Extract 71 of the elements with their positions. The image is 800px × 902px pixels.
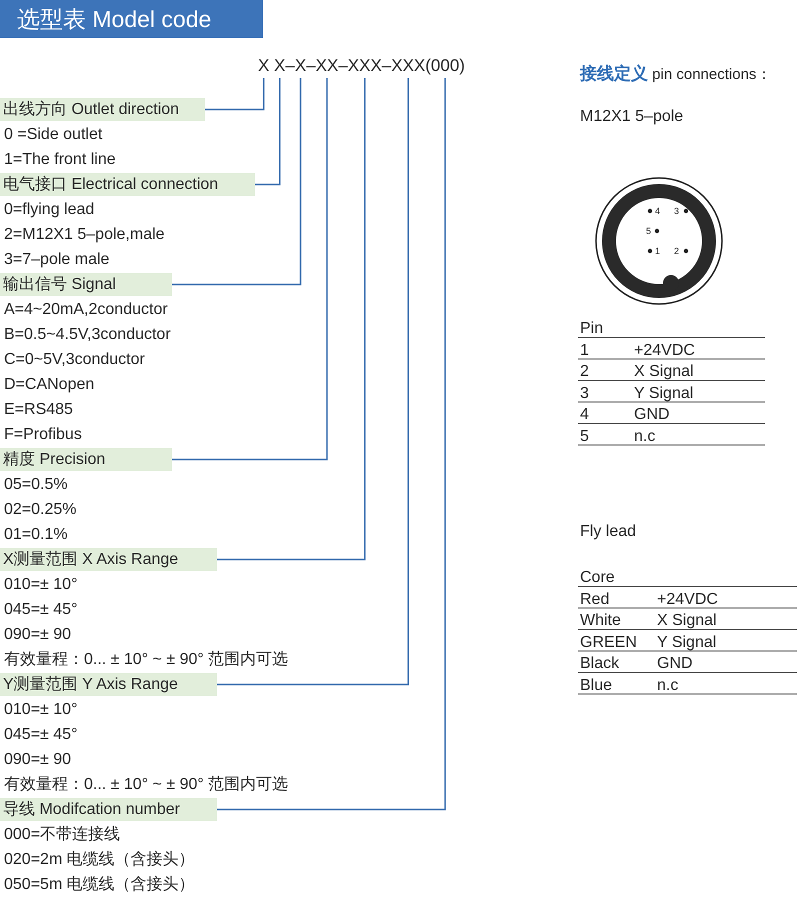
signal-name: n.c (634, 426, 656, 446)
table-caption: Fly lead (580, 522, 636, 542)
signal-name: +24VDC (634, 340, 695, 360)
pin-number: 1 (580, 340, 589, 360)
leader-line (217, 78, 366, 560)
section-header: 导线 Modifcation number (0, 798, 217, 821)
pin-number: 5 (580, 426, 589, 446)
leader-line (217, 78, 410, 686)
option-text: 0 =Side outlet (4, 125, 102, 145)
option-text: E=RS485 (4, 400, 73, 420)
wire-color: White (580, 611, 621, 631)
pin-number: 3 (580, 384, 589, 404)
option-text: F=Profibus (4, 425, 82, 445)
section-header: 电气接口 Electrical connection (0, 173, 255, 196)
section-header: 输出信号 Signal (0, 273, 172, 296)
pin-label: 4 (655, 206, 660, 216)
wire-color: Red (580, 590, 610, 610)
model-code: X X–X–XX–XXX–XXX(000) (258, 56, 465, 76)
option-text: 010=± 10° (4, 575, 78, 595)
pin-label: 2 (674, 246, 680, 256)
option-text: B=0.5~4.5V,3conductor (4, 325, 171, 345)
option-text: 有效量程：0... ± 10° ~ ± 90° 范围内可选 (4, 775, 288, 795)
connector-caption: M12X1 5–pole (580, 107, 684, 127)
table-header: Core (580, 568, 615, 588)
pin-number: 2 (580, 362, 589, 382)
leader-line (255, 78, 280, 186)
option-text: 090=± 90 (4, 625, 72, 645)
signal-name: X Signal (634, 362, 694, 382)
signal-name: n.c (657, 676, 678, 696)
option-text: C=0~5V,3conductor (4, 350, 145, 370)
option-text: 05=0.5% (4, 475, 68, 495)
option-text: 3=7–pole male (4, 250, 110, 270)
wire-color: Black (580, 654, 620, 674)
option-text: 有效量程：0... ± 10° ~ ± 90° 范围内可选 (4, 650, 288, 670)
section-header: Y测量范围 Y Axis Range (0, 673, 217, 696)
pin-label: 1 (655, 246, 660, 256)
pin-label: 3 (674, 206, 680, 216)
signal-name: Y Signal (634, 384, 694, 404)
option-text: 0=flying lead (4, 200, 94, 220)
option-text: 045=± 45° (4, 600, 78, 620)
signal-name: GND (657, 654, 693, 674)
option-text: A=4~20mA,2conductor (4, 300, 168, 320)
option-text: 010=± 10° (4, 700, 78, 720)
section-header: 精度 Precision (0, 448, 172, 471)
section-heading: 接线定义 pin connections： (580, 64, 772, 85)
title-banner: 选型表 Model code (0, 0, 263, 38)
wire-color: Blue (580, 676, 612, 696)
option-text: D=CANopen (4, 375, 94, 395)
leader-line (172, 78, 328, 460)
option-text: 090=± 90 (4, 750, 72, 770)
section-header: 出线方向 Outlet direction (0, 98, 205, 121)
leader-line (205, 78, 264, 110)
leader-line (172, 78, 302, 286)
section-header: X测量范围 X Axis Range (0, 548, 217, 571)
signal-name: +24VDC (657, 590, 718, 610)
option-text: 050=5m 电缆线（含接头） (4, 875, 195, 895)
leader-line (217, 78, 446, 810)
option-text: 02=0.25% (4, 500, 77, 520)
option-text: 01=0.1% (4, 525, 68, 545)
signal-name: Y Signal (657, 632, 716, 652)
pin-label: 5 (646, 226, 652, 236)
option-text: 2=M12X1 5–pole,male (4, 225, 165, 245)
option-text: 1=The front line (4, 150, 116, 170)
signal-name: GND (634, 405, 670, 425)
pin-number: 4 (580, 405, 589, 425)
option-text: 045=± 45° (4, 725, 78, 745)
option-text: 000=不带连接线 (4, 825, 120, 845)
table-header: Pin (580, 319, 604, 339)
signal-name: X Signal (657, 611, 717, 631)
wire-color: GREEN (580, 632, 637, 652)
option-text: 020=2m 电缆线（含接头） (4, 850, 195, 870)
